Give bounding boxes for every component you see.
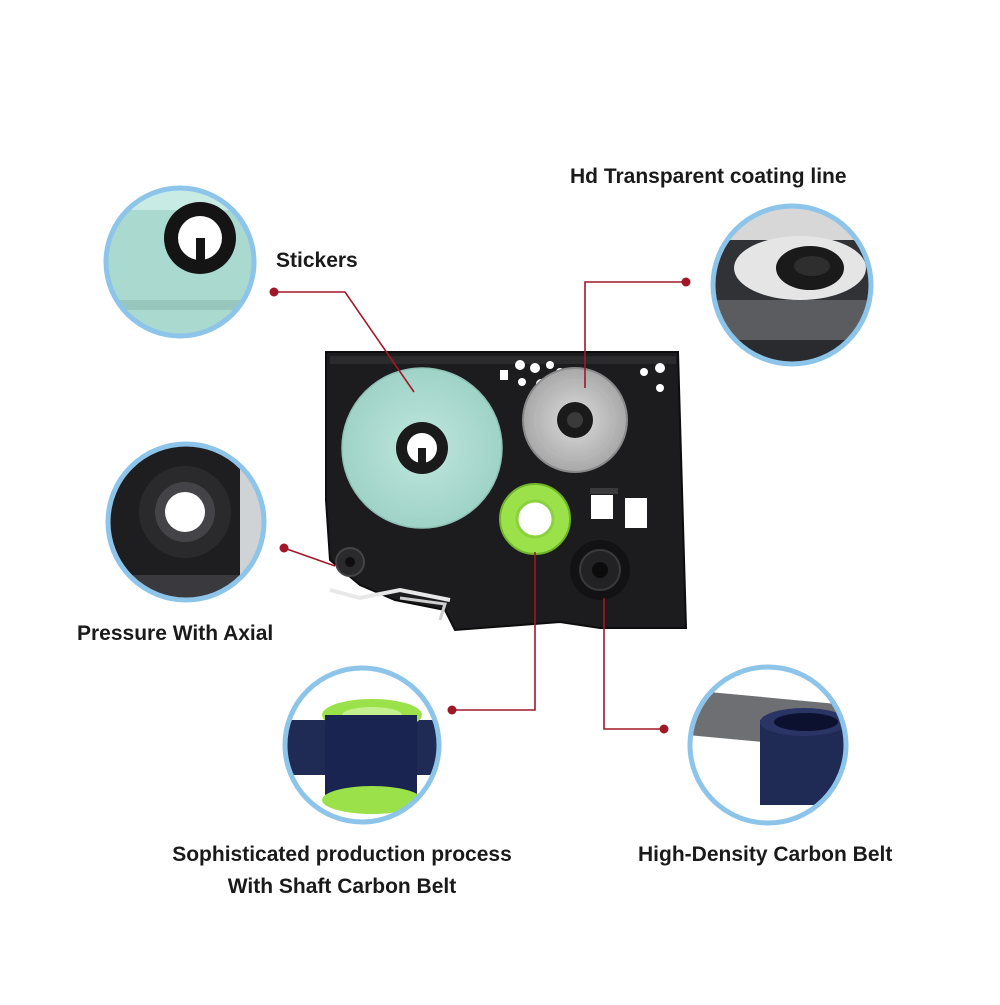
leader-dots: [269, 277, 691, 734]
label-pressure-axial: Pressure With Axial: [77, 622, 274, 645]
label-carbon-belt: High-Density Carbon Belt: [638, 843, 893, 866]
label-stickers: Stickers: [276, 249, 358, 272]
detail-circle-stickers: [103, 185, 257, 339]
detail-circle-coating: [710, 203, 874, 367]
detail-circle-pressure: [105, 441, 267, 603]
label-production-line1: Sophisticated production process: [172, 843, 512, 866]
detail-circle-production: [282, 665, 442, 825]
detail-circle-carbon-belt: [687, 664, 849, 826]
label-production-process: Sophisticated production process With Sh…: [162, 843, 522, 899]
label-production-line2: With Shaft Carbon Belt: [227, 875, 457, 898]
leader-lines: [274, 281, 686, 730]
tape-cassette: [325, 351, 688, 632]
label-hd-transparent-coating: Hd Transparent coating line: [570, 165, 847, 188]
